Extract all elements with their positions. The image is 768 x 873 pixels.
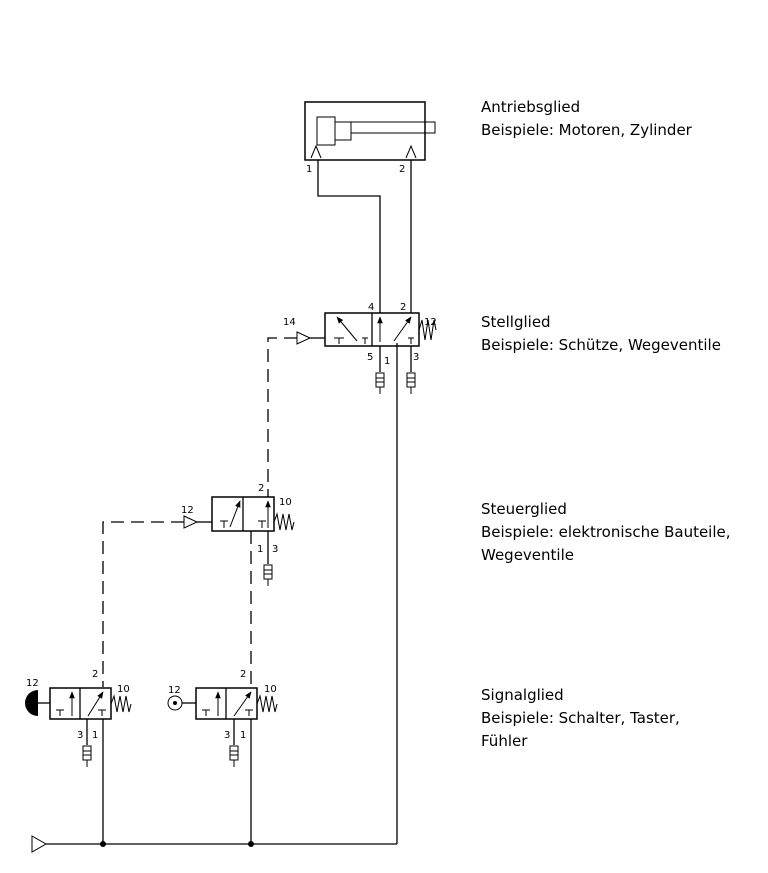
control-valve-port-1: 1	[257, 544, 263, 555]
signal-valve-2-port-3: 3	[224, 730, 230, 741]
signal-valve-2-port-2: 2	[240, 669, 246, 680]
label-stellglied: Stellglied Beispiele: Schütze, Wegeventi…	[481, 313, 721, 354]
antrieb-title: Antriebsglied	[481, 98, 580, 116]
signal-examples-2: Fühler	[481, 732, 528, 750]
steuer-examples: Beispiele: elektronische Bauteile,	[481, 523, 731, 541]
steuer-title: Steuerglied	[481, 500, 567, 518]
label-antriebsglied: Antriebsglied Beispiele: Motoren, Zylind…	[481, 98, 693, 139]
signal-valve-2-port-12: 12	[168, 685, 181, 696]
cylinder-port-2: 2	[399, 164, 405, 175]
pilot-line-14	[267, 337, 297, 497]
signal-valve-1-port-3: 3	[77, 730, 83, 741]
signal-valve-1-port-12: 12	[26, 678, 39, 689]
signal-valve-pushbutton: 2 12 10 3 1	[25, 669, 132, 767]
stell-examples: Beispiele: Schütze, Wegeventile	[481, 336, 721, 354]
stell-title: Stellglied	[481, 313, 551, 331]
main-valve-port-12: 12	[424, 317, 437, 328]
supply-manifold	[31, 719, 397, 853]
signal-valve-1-port-10: 10	[117, 684, 130, 695]
steuer-examples-2: Wegeventile	[481, 546, 574, 564]
main-valve-port-1: 1	[384, 356, 390, 367]
control-valve-port-2: 2	[258, 483, 264, 494]
control-valve-port-3: 3	[272, 544, 278, 555]
main-valve-port-14: 14	[283, 317, 296, 328]
control-valve-port-10: 10	[279, 497, 292, 508]
main-valve-port-2: 2	[400, 302, 406, 313]
signal-valve-roller: 2 12 10 3 1	[167, 669, 278, 767]
main-directional-valve: 4 2 14 12 5 1 3	[283, 302, 437, 394]
signal-valve-1-port-1: 1	[92, 730, 98, 741]
antrieb-examples: Beispiele: Motoren, Zylinder	[481, 121, 693, 139]
pilot-line-12	[102, 521, 184, 687]
cylinder-port-1: 1	[306, 164, 312, 175]
main-valve-port-4: 4	[368, 302, 374, 313]
control-valve-port-12: 12	[181, 505, 194, 516]
main-valve-port-5: 5	[367, 352, 373, 363]
signal-valve-2-port-1: 1	[240, 730, 246, 741]
signal-valve-1-port-2: 2	[92, 669, 98, 680]
label-steuerglied: Steuerglied Beispiele: elektronische Bau…	[481, 500, 731, 564]
label-signalglied: Signalglied Beispiele: Schalter, Taster,…	[481, 686, 680, 750]
signal-title: Signalglied	[481, 686, 564, 704]
control-valve: 2 12 10 1 3	[181, 483, 295, 586]
signal-examples: Beispiele: Schalter, Taster,	[481, 709, 680, 727]
double-acting-cylinder: 1 2	[304, 101, 436, 175]
cylinder-supply-lines	[317, 160, 412, 313]
signal-valve-2-port-10: 10	[264, 684, 277, 695]
main-valve-port-3: 3	[413, 352, 419, 363]
